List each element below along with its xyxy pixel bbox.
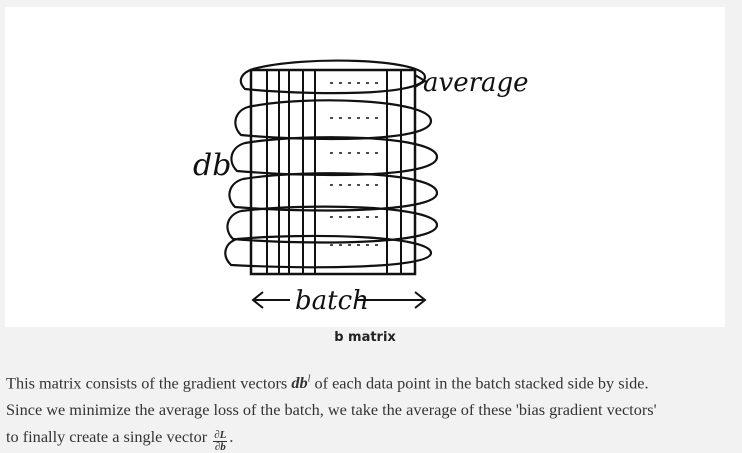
line3-text-before: to finally create a single vector <box>6 427 212 447</box>
line3-text-after: . <box>229 427 234 447</box>
paragraph-line-2: Since we minimize the average loss of th… <box>6 400 657 420</box>
average-label: average <box>423 68 529 98</box>
explanation-paragraph: This matrix consists of the gradient vec… <box>6 366 736 453</box>
line1-text-after: of each data point in the batch stacked … <box>310 373 649 393</box>
math-db: db <box>291 373 308 393</box>
line1-text-before: This matrix consists of the gradient vec… <box>6 373 292 393</box>
db-label: db <box>193 148 231 183</box>
averaging-loops <box>224 59 439 269</box>
figure-caption: b matrix <box>334 330 396 345</box>
paragraph-line-3: to finally create a single vector ∂L∂b. <box>6 423 736 453</box>
batch-arrows <box>251 291 427 309</box>
fraction-numerator: ∂L <box>213 429 228 443</box>
figure-image: average db batch <box>5 7 725 327</box>
matrix-dots <box>330 82 380 246</box>
fraction-dl-db: ∂L∂b <box>213 429 228 453</box>
b-matrix-sketch: average db batch <box>193 59 529 316</box>
math-sup-l: l <box>307 374 311 385</box>
fraction-denominator: ∂b <box>214 441 226 453</box>
math-db-l: dbl <box>291 373 310 392</box>
average-pointer <box>414 74 427 88</box>
batch-label: batch <box>295 286 369 316</box>
paragraph-line-1: This matrix consists of the gradient vec… <box>6 366 736 396</box>
